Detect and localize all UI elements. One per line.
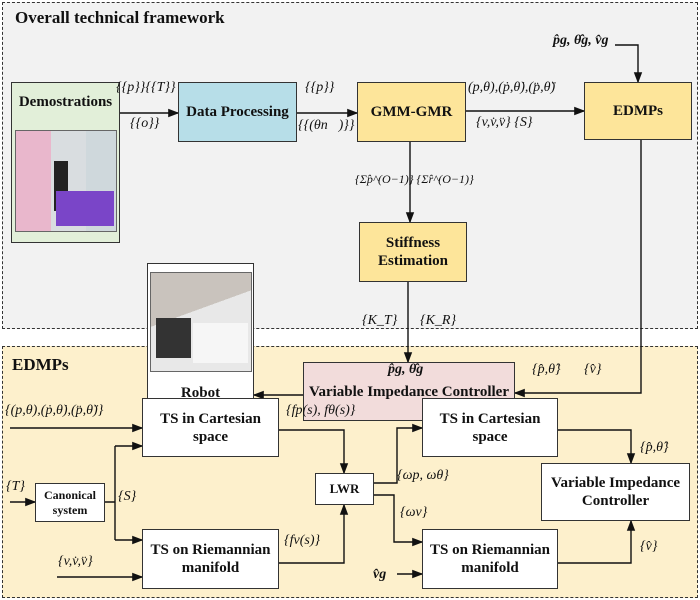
variable-impedance-label: Variable Impedance xyxy=(550,475,681,491)
manifold-label: manifold xyxy=(461,560,519,576)
label-v-hat: {v̂} xyxy=(584,362,602,377)
label-KT: {K_T} xyxy=(362,313,398,328)
label-p-theta-hat: {p̂,θ̂} xyxy=(532,362,561,377)
label-p: {{p}} xyxy=(305,80,335,95)
label-forcing-terms: {fp(s), fθ(s)} xyxy=(286,403,356,418)
ts-riemannian-right-box: TS on Riemannian manifold xyxy=(422,529,558,589)
label-omega-p-theta: {ωp, ωθ} xyxy=(397,468,449,483)
label-KR: {K_R} xyxy=(420,313,457,328)
edmps-box: EDMPs xyxy=(584,82,692,140)
label-goal-v: v̂g xyxy=(373,567,387,582)
lwr-box: LWR xyxy=(315,473,374,505)
controller-label: Controller xyxy=(581,493,650,509)
label-fv: {fv(s)} xyxy=(284,533,321,548)
label-v-S: {v,v̇,v̈} {S} xyxy=(476,115,533,130)
label-theta-n: {{(θn⃗)}} xyxy=(298,118,355,133)
ts-riemannian-label: TS on Riemannian xyxy=(429,542,551,558)
overall-framework-title: Overall technical framework xyxy=(15,8,225,27)
label-omega-v: {ωv} xyxy=(400,505,428,520)
label-goal-p-theta: p̂g, θ̂g xyxy=(388,362,424,377)
label-sigma: {Σ̂p^(O−1)} {Σ̂r^(O−1)} xyxy=(355,172,474,186)
edmps-title: EDMPs xyxy=(12,355,69,374)
label-v-input: {v,v̇,v̈} xyxy=(58,554,93,569)
robot-label: Robot xyxy=(180,385,221,401)
label-T: {T} xyxy=(6,479,25,494)
manifold-label: manifold xyxy=(181,560,240,576)
demonstration-photo xyxy=(15,130,117,232)
estimation-label: Estimation xyxy=(377,253,448,269)
demonstrations-label: Demostrations xyxy=(18,94,113,110)
gmm-gmr-box: GMM-GMR xyxy=(357,82,466,142)
ts-riemannian-left-box: TS on Riemannian manifold xyxy=(142,529,279,589)
stiffness-label: Stiffness xyxy=(385,235,441,251)
system-label: system xyxy=(52,502,88,517)
label-S: {S} xyxy=(118,489,137,504)
canonical-label: Canonical xyxy=(43,488,96,503)
label-trajectory-input: {(p,θ),(ṗ,θ̇),(p̈,θ̈)} xyxy=(5,403,104,418)
space-label: space xyxy=(472,428,508,445)
label-p-theta-hat-out: {p̂,θ̂} xyxy=(640,440,669,455)
label-v-hat-out: {v̂} xyxy=(640,539,658,554)
label-trajectory: (p,θ),(ṗ,θ̇),(p̈,θ̈) xyxy=(468,80,556,95)
robot-photo xyxy=(150,272,252,372)
space-label: space xyxy=(193,428,228,445)
ts-cartesian-label: TS in Cartesian xyxy=(439,410,541,427)
label-p-T: {{p}}{{T}} xyxy=(116,80,176,95)
data-processing-box: Data Processing xyxy=(178,82,297,142)
label-goal: p̂g, θ̂g, v̂g xyxy=(553,33,609,48)
ts-riemannian-label: TS on Riemannian xyxy=(150,542,271,558)
label-o: {{o}} xyxy=(130,116,160,131)
ts-cartesian-label: TS in Cartesian xyxy=(160,410,261,427)
